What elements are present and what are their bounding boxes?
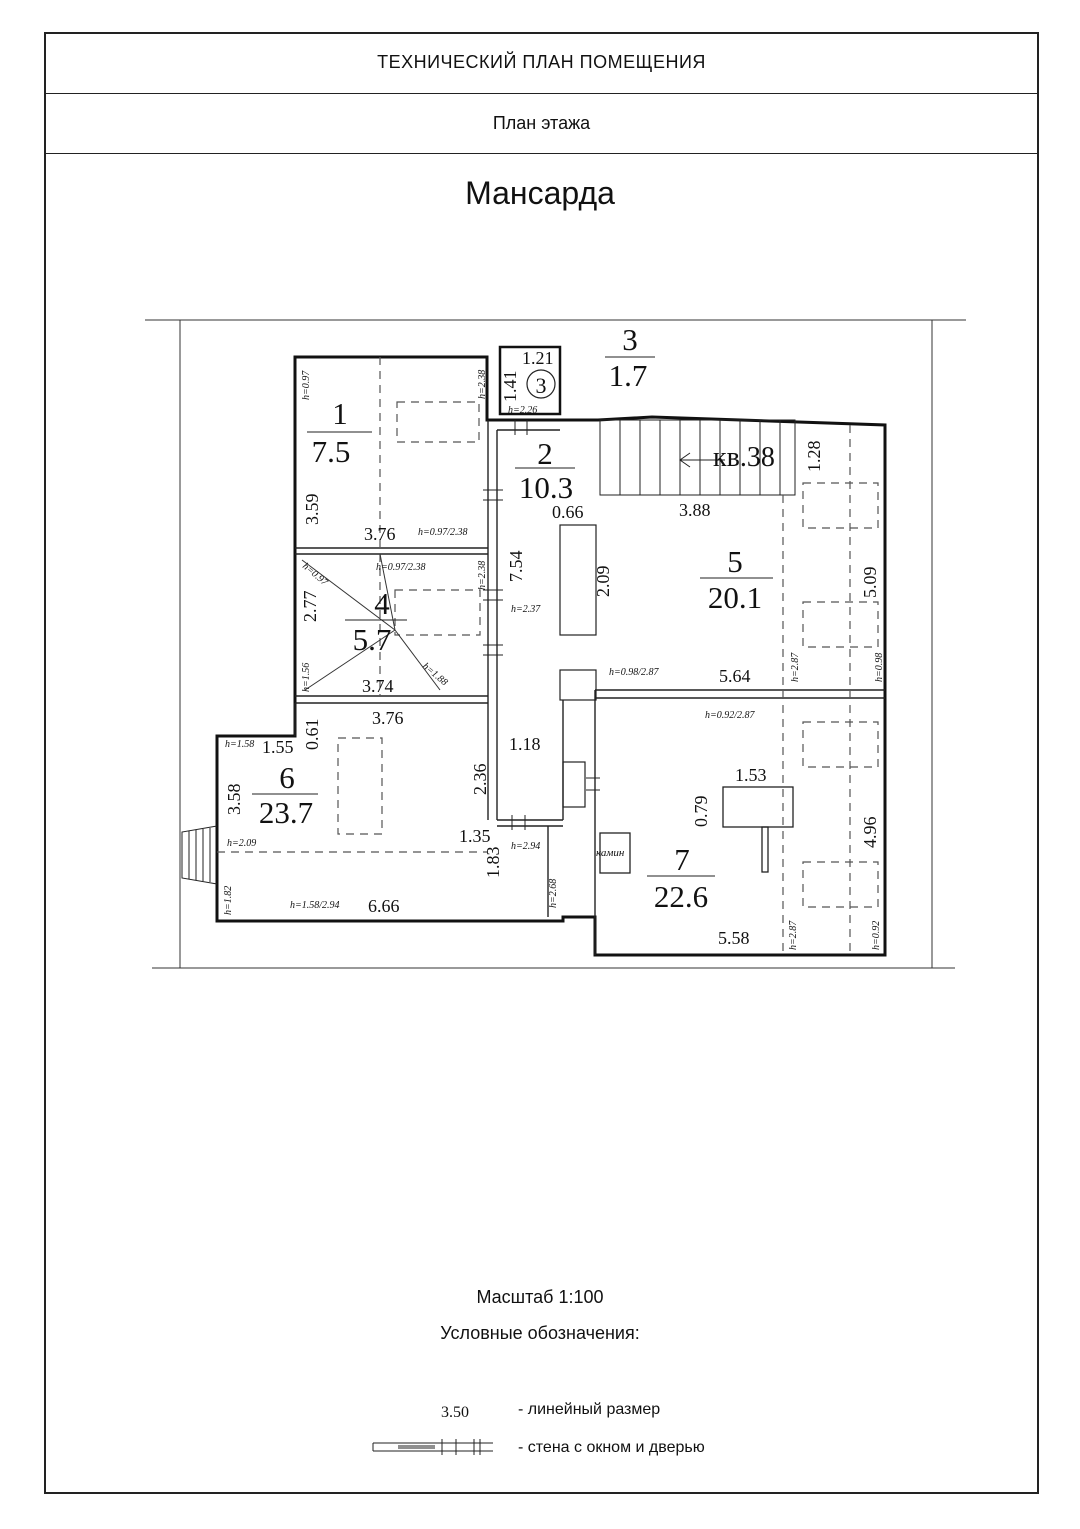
room-5-area: 20.1 [708,580,762,615]
dim-label: 1.55 [262,737,294,757]
dim-label: 2.36 [470,764,490,796]
height-label: h=0.98/2.87 [609,667,660,678]
height-label: h=1.58 [225,739,254,750]
furniture [599,786,794,874]
height-label: h=2.87 [788,920,799,950]
room-labels: 1 7.5 2 10.3 3 1.7 4 5.7 5 20.1 6 23.7 7… [259,322,762,914]
site-boundary [145,319,966,969]
dim-label: 2.09 [593,566,613,598]
room-3-box [498,345,562,416]
dim-label: 3.76 [372,708,404,728]
legend-item-wall: - стена с окном и дверью [518,1439,705,1456]
legend-wall-sample [372,1439,493,1455]
height-label: h=0.97 [300,561,330,589]
dim-label: 2.77 [300,591,320,623]
height-label: h=2.09 [227,838,256,849]
height-label: h=2.38 [477,370,488,399]
column [559,524,597,808]
dim-label: 1.41 [500,371,520,403]
staircase [599,419,796,496]
stair-circle-marker [526,369,556,399]
height-label: h=0.92/2.87 [705,710,756,721]
room-1-area: 7.5 [312,434,351,469]
dim-label: 0.79 [691,796,711,828]
room-4-number: 4 [374,586,390,621]
room-7-area: 22.6 [654,879,708,914]
height-label: h=0.97 [301,370,312,400]
height-label: h=0.97/2.38 [418,527,468,538]
fireplace [599,832,631,874]
document-subtitle: План этажа [44,94,1039,154]
room-4-slopes [301,553,441,691]
room-6-area: 23.7 [259,795,313,830]
room-1-number: 1 [332,396,348,431]
door-marks [483,420,600,830]
stair-circle-label: 3 [536,373,547,398]
dim-label: 7.54 [506,551,526,583]
dim-label: 1.53 [735,765,767,785]
dim-label: 5.64 [719,666,751,686]
sheet-frame [44,32,1039,1494]
dim-label: 1.35 [459,826,491,846]
external-steps [181,825,218,885]
height-label: h=2.37 [511,604,541,615]
dim-label: 1.21 [522,348,554,368]
interior-walls [294,420,885,955]
height-label: h=1.56 [301,663,312,692]
room-3-number: 3 [622,322,638,357]
dim-label: 3.59 [302,494,322,526]
dim-label: 6.66 [368,896,400,916]
height-label: h=1.88 [420,661,449,688]
height-label: h=1.58/2.94 [290,900,340,911]
room-6-number: 6 [279,760,295,795]
dim-label: 3.76 [364,524,396,544]
dim-label: 3.58 [224,784,244,816]
dim-label: 3.88 [679,500,711,520]
height-label: h=2.26 [508,405,537,416]
height-label: h=2.38 [477,561,488,590]
dim-label: 4.96 [860,817,880,849]
dim-label: 3.74 [362,676,394,696]
legend-item-dimension: - линейный размер [518,1401,661,1418]
height-label: h=0.97/2.38 [376,562,426,573]
room-7-number: 7 [674,842,690,877]
room-4-area: 5.7 [353,622,392,657]
fireplace-label: камин [596,847,625,859]
room-2-number: 2 [537,436,553,471]
room-3-area: 1.7 [609,358,648,393]
dimension-labels: 1.21 1.41 3.59 3.76 7.54 0.66 3.88 1.28 … [224,348,880,948]
legend-dimension-sample: 3.50 [441,1404,469,1421]
area-bars [252,356,773,877]
apartment-label: кв.38 [713,442,775,473]
dim-label: 1.28 [804,441,824,473]
height-label: h=0.98 [874,653,885,682]
legend-title: Условные обозначения: [440,1323,640,1343]
dim-label: 0.61 [302,719,322,751]
height-label: h=2.87 [790,652,801,682]
dim-label: 1.18 [509,734,541,754]
scale-label: Масштаб 1:100 [476,1287,604,1307]
height-label: h=2.94 [511,841,540,852]
table [722,786,794,828]
room-2-area: 10.3 [519,470,573,505]
dim-label: 5.58 [718,928,750,948]
floor-title: Мансарда [465,175,615,211]
dim-label: 1.83 [483,847,503,879]
document-title: ТЕХНИЧЕСКИЙ ПЛАН ПОМЕЩЕНИЯ [44,32,1039,94]
height-label: h=1.82 [223,886,234,915]
dim-label: 0.66 [552,502,584,522]
skylights [217,357,879,955]
dim-label: 5.09 [860,567,880,599]
room-5-number: 5 [727,544,743,579]
height-label: h=0.92 [871,921,882,950]
height-label: h=2.68 [548,879,559,908]
